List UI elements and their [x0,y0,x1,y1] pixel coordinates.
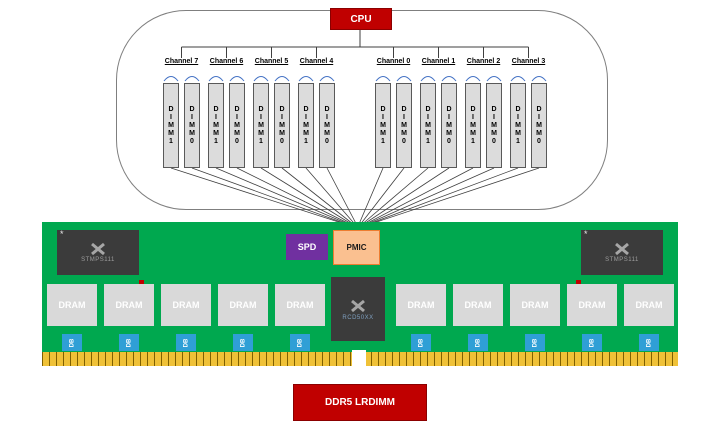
dimm-label: DIMM0 [323,105,331,146]
dimm-slot: DIMM1 [465,83,481,168]
dimm-slot: DIMM0 [486,83,502,168]
db-label: DB [531,338,538,347]
db-label: DB [125,338,132,347]
channel-label: Channel 5 [254,58,289,65]
db-buffer-chip: DB [468,334,488,351]
chip-logo-icon [615,242,629,256]
channel-label: Channel 3 [511,58,546,65]
db-label: DB [417,338,424,347]
dimm-label: DIMM0 [535,105,543,146]
db-buffer-chip: DB [582,334,602,351]
dimm-slot: DIMM1 [208,83,224,168]
key-notch [352,350,366,368]
dram-chip: DRAM [104,284,154,326]
spd-chip: SPD [286,234,328,260]
dimm-slot: DIMM0 [396,83,412,168]
cpu-box: CPU [330,8,392,30]
db-buffer-chip: DB [176,334,196,351]
dram-chip: DRAM [161,284,211,326]
stmps111-chip-left: * STMPS111 [57,230,139,275]
dimm-slot: DIMM0 [319,83,335,168]
stmps111-chip-right: * STMPS111 [581,230,663,275]
channel-label: Channel 4 [299,58,334,65]
dimm-label: DIMM0 [445,105,453,146]
db-label: DB [588,338,595,347]
db-buffer-chip: DB [233,334,253,351]
dimm-slot: DIMM1 [163,83,179,168]
module-caption: DDR5 LRDIMM [293,384,427,421]
db-label: DB [296,338,303,347]
dimm-slot: DIMM1 [420,83,436,168]
db-buffer-chip: DB [62,334,82,351]
chip-label: STMPS111 [81,257,115,263]
dimm-label: DIMM0 [278,105,286,146]
db-buffer-chip: DB [290,334,310,351]
dram-chip: DRAM [47,284,97,326]
channel-label: Channel 7 [164,58,199,65]
dimm-slot: DIMM0 [184,83,200,168]
channel-label: Channel 0 [376,58,411,65]
dram-chip: DRAM [396,284,446,326]
dram-chip: DRAM [624,284,674,326]
dimm-slot: DIMM1 [375,83,391,168]
pmic-chip: PMIC [333,230,380,265]
dimm-label: DIMM1 [514,105,522,146]
db-label: DB [239,338,246,347]
dram-chip: DRAM [510,284,560,326]
dimm-slot: DIMM0 [274,83,290,168]
dimm-label: DIMM1 [302,105,310,146]
chip-label: RCD50XX [342,314,374,321]
db-label: DB [474,338,481,347]
chip-logo-icon [351,299,365,312]
dimm-slot: DIMM0 [229,83,245,168]
dimm-label: DIMM1 [379,105,387,146]
dram-chip: DRAM [275,284,325,326]
dram-chip: DRAM [218,284,268,326]
pin1-mark: * [60,229,64,239]
dimm-label: DIMM1 [424,105,432,146]
db-label: DB [645,338,652,347]
chip-label: STMPS111 [605,257,639,263]
dimm-label: DIMM0 [188,105,196,146]
dimm-module-board: * STMPS111 * STMPS111 SPD PMIC DRAM DRAM… [42,222,678,368]
dimm-label: DIMM0 [400,105,408,146]
dimm-slot: DIMM1 [298,83,314,168]
dimm-slot: DIMM0 [531,83,547,168]
chip-logo-icon [91,242,105,256]
db-buffer-chip: DB [639,334,659,351]
dram-chip: DRAM [453,284,503,326]
dimm-label: DIMM1 [167,105,175,146]
db-buffer-chip: DB [525,334,545,351]
channel-label: Channel 1 [421,58,456,65]
dram-chip: DRAM [567,284,617,326]
db-label: DB [182,338,189,347]
pin1-mark: * [584,229,588,239]
db-buffer-chip: DB [119,334,139,351]
channel-label: Channel 2 [466,58,501,65]
dimm-slot: DIMM1 [510,83,526,168]
dimm-label: DIMM0 [490,105,498,146]
dimm-label: DIMM1 [257,105,265,146]
dimm-label: DIMM1 [469,105,477,146]
db-label: DB [68,338,75,347]
channel-label: Channel 6 [209,58,244,65]
dimm-label: DIMM1 [212,105,220,146]
dimm-slot: DIMM0 [441,83,457,168]
dimm-label: DIMM0 [233,105,241,146]
dimm-slot: DIMM1 [253,83,269,168]
db-buffer-chip: DB [411,334,431,351]
rcd-chip: RCD50XX [331,277,385,341]
